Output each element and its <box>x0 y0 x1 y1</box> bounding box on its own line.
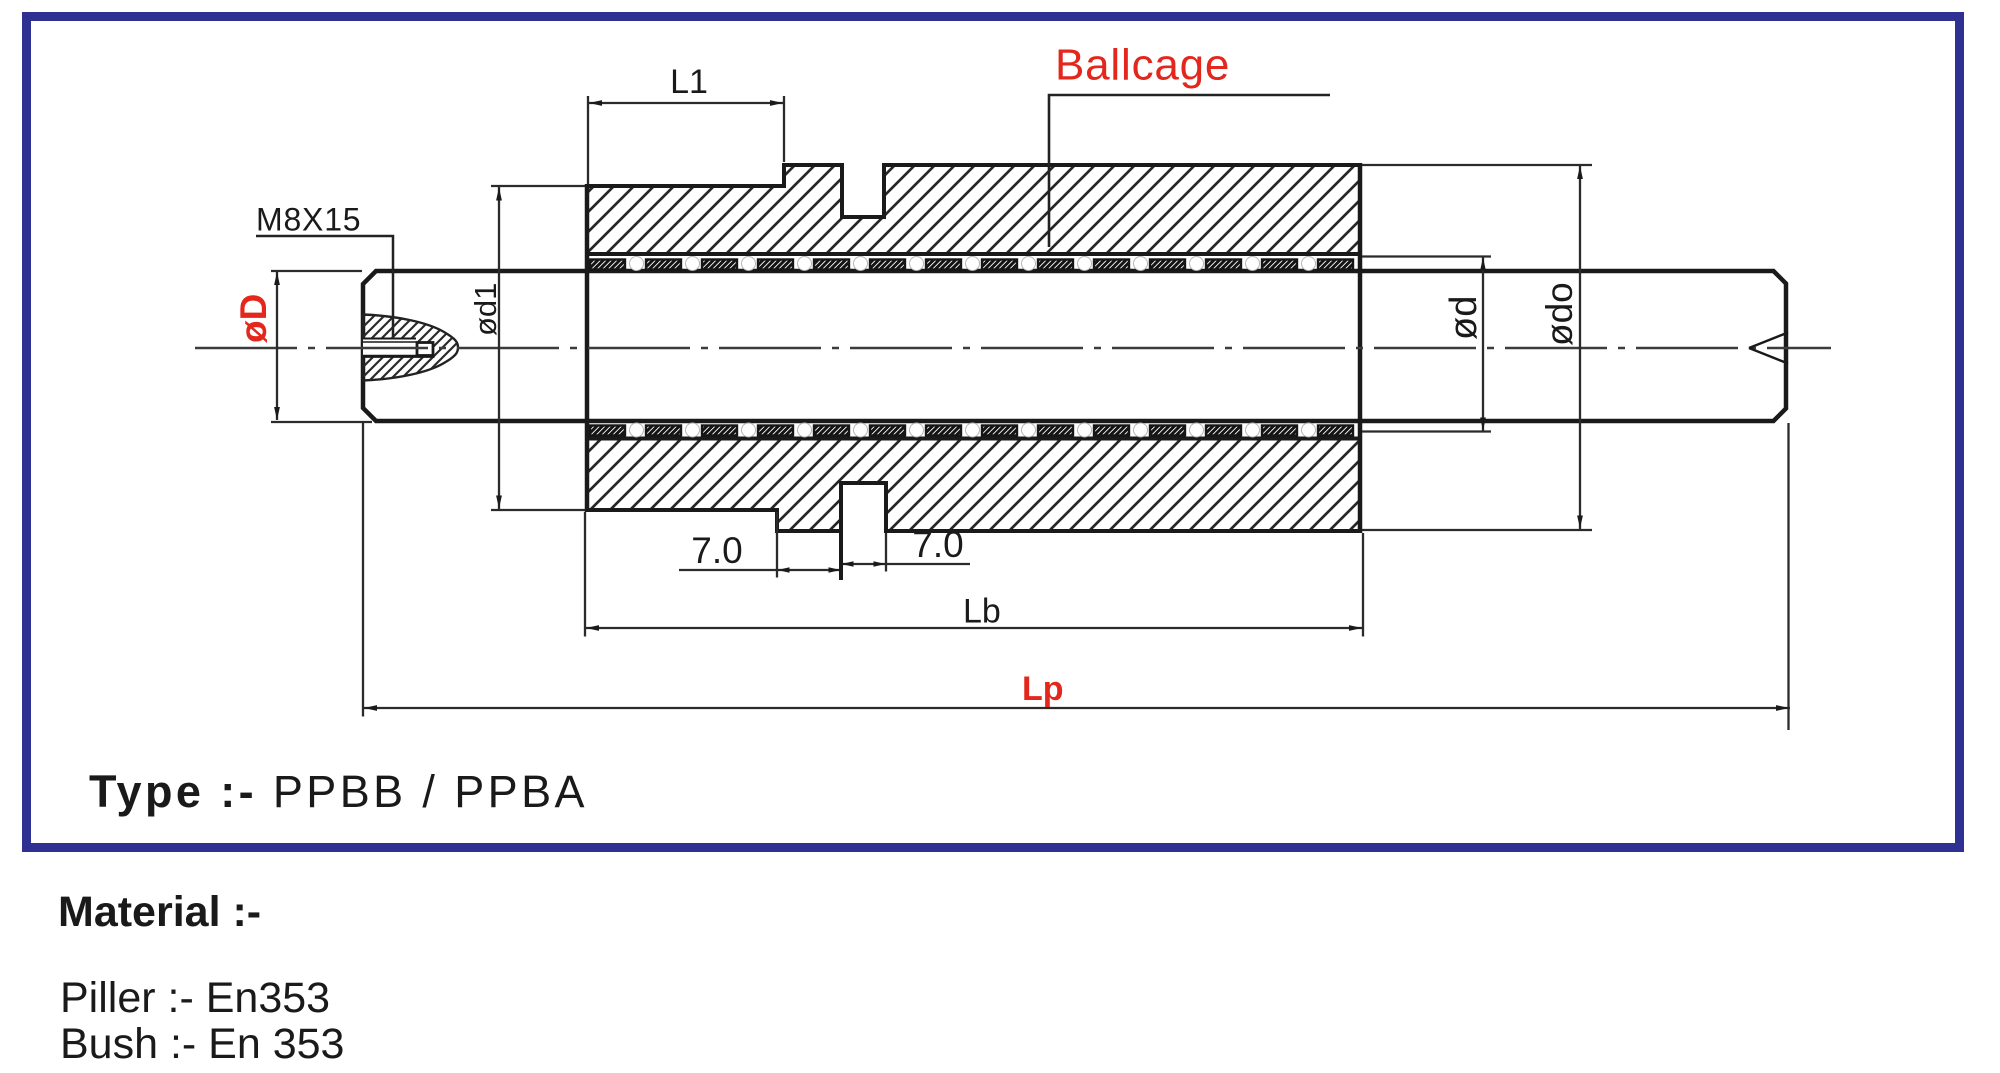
svg-text:Ballcage: Ballcage <box>1055 41 1230 90</box>
svg-text:7.0: 7.0 <box>691 530 742 571</box>
svg-text:L1: L1 <box>670 63 708 101</box>
svg-text:Lp: Lp <box>1022 670 1064 708</box>
svg-text:ødo: ødo <box>1539 282 1580 346</box>
svg-text:Lb: Lb <box>963 593 1001 631</box>
svg-text:7.0: 7.0 <box>912 524 963 565</box>
svg-text:ød1: ød1 <box>468 283 503 336</box>
svg-text:Bush :- En 353: Bush :- En 353 <box>60 1020 344 1068</box>
svg-text:Type :- PPBB / PPBA: Type :- PPBB / PPBA <box>89 766 588 817</box>
svg-text:Material :-: Material :- <box>58 888 261 936</box>
svg-text:M8X15: M8X15 <box>256 202 361 238</box>
svg-text:øD: øD <box>233 294 274 343</box>
svg-text:Piller :- En353: Piller :- En353 <box>60 974 330 1022</box>
svg-text:ød: ød <box>1443 296 1485 340</box>
